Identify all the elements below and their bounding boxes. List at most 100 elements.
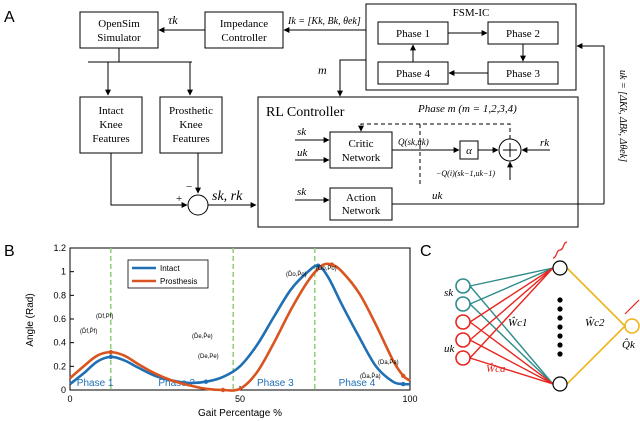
qprev-label: −Q(i)(sk−1,uk−1) <box>436 169 495 178</box>
phase-label: Phase 1 <box>77 378 114 389</box>
nn-connection <box>469 357 554 385</box>
y-tick-label: 0.6 <box>53 314 66 324</box>
hidden-node <box>552 260 568 276</box>
legend-box <box>127 259 209 289</box>
nn-connection <box>469 285 554 385</box>
panel-label-b: B <box>4 243 15 260</box>
x-axis-label: Gait Percentage % <box>198 408 282 419</box>
point-label: (De,Pe) <box>198 354 219 360</box>
output-node <box>624 318 640 334</box>
opensim-box <box>79 11 159 49</box>
series-marker <box>401 381 406 387</box>
series-marker <box>329 262 334 267</box>
point-label: (D̄f,P̄f) <box>80 328 97 335</box>
phase-m-label: Phase m (m = 1,2,3,4) <box>417 103 517 115</box>
opensim-line2: Simulator <box>97 32 141 44</box>
rl-title: RL Controller <box>266 105 345 120</box>
panel-label-c: C <box>420 243 432 260</box>
point-label: (D̄e,P̄e) <box>192 333 213 340</box>
y-tick-label: 0.8 <box>53 290 66 300</box>
action-l1: Action <box>346 192 376 204</box>
q-label: Q(sk,uk) <box>398 137 429 147</box>
prosthetic-l2: Knee <box>179 119 202 131</box>
panel-label-a: A <box>4 9 15 26</box>
skrk-label: sk, rk <box>212 189 243 204</box>
intact-l3: Features <box>92 133 129 145</box>
uk-to-fsm <box>576 43 605 204</box>
series-marker <box>203 379 209 384</box>
m-arrow <box>337 59 366 97</box>
nn-connection <box>469 267 554 359</box>
hidden-ellipsis-dot <box>557 315 563 321</box>
nn-wc2-label: Ŵc2 <box>585 316 605 329</box>
impedance-line1: Impedance <box>220 18 268 30</box>
nn-connection <box>469 267 554 323</box>
intact-to-sum <box>110 153 188 208</box>
legend-label: Prosthesis <box>160 277 197 286</box>
y-tick-label: 1 <box>61 267 66 277</box>
m-label: m <box>318 63 327 77</box>
nn-connection <box>469 303 554 385</box>
input-node <box>455 296 471 312</box>
hidden-ellipsis-dot <box>557 306 563 312</box>
opensim-line1: OpenSim <box>98 18 140 30</box>
nn-connection <box>469 267 554 341</box>
phase-label: Phase 2 <box>158 378 195 389</box>
intact-l1: Intact <box>98 105 123 117</box>
alpha-label: α <box>466 145 472 157</box>
y-tick-label: 0 <box>61 385 66 395</box>
hidden-ellipsis-dot <box>557 297 563 303</box>
input-node <box>455 314 471 330</box>
nn-wc1-label: Ŵc1 <box>508 316 528 329</box>
sk-action-label: sk <box>297 186 307 198</box>
hidden-ellipsis-dot <box>557 333 563 339</box>
critic-l1: Critic <box>348 138 373 150</box>
phase2-label: Phase 2 <box>506 28 540 40</box>
series-marker <box>316 263 321 268</box>
hidden-ellipsis-dot <box>557 342 563 348</box>
nn-connection-out <box>566 325 626 385</box>
point-label: (D̄a,P̄a) <box>360 373 381 380</box>
nn-connection <box>469 321 554 385</box>
chart-frame <box>69 247 411 391</box>
rk-label: rk <box>540 137 550 149</box>
fsm-title: FSM-IC <box>453 7 490 19</box>
point-label: (Do,Po) <box>316 266 337 272</box>
rl-box <box>257 96 579 228</box>
nn-connection <box>469 339 554 385</box>
x-tick-label: 0 <box>67 394 72 404</box>
nn-uk-label: uk <box>444 343 456 355</box>
point-label: (Df,Pf) <box>96 314 113 320</box>
impedance-line2: Controller <box>221 32 267 44</box>
nn-wca-label: Ŵca <box>486 362 506 375</box>
series-marker <box>220 387 226 393</box>
series-marker <box>108 349 114 355</box>
input-node <box>455 278 471 294</box>
tau-label: τk <box>168 13 178 27</box>
nn-connection <box>469 267 554 287</box>
point-label: (D̄o,P̄o) <box>286 271 307 278</box>
nn-connection-out <box>566 267 626 327</box>
x-tick-label: 100 <box>402 394 417 404</box>
series-marker <box>401 373 406 378</box>
minus-sign: − <box>186 181 192 193</box>
hidden-ellipsis-dot <box>557 324 563 330</box>
action-box <box>329 187 393 221</box>
intact-box <box>79 96 143 154</box>
point-label: (Da,Pa) <box>378 360 399 366</box>
linear-activation-icon <box>624 299 640 315</box>
phase1-label: Phase 1 <box>396 28 430 40</box>
x-tick-label: 50 <box>235 394 245 404</box>
series-line-prosthesis <box>69 262 411 392</box>
nn-qk-label: Q̂k <box>622 338 636 351</box>
input-node <box>455 350 471 366</box>
phase-label: Phase 3 <box>257 378 294 389</box>
prosthetic-l1: Prosthetic <box>169 105 213 117</box>
sum-junction <box>187 194 209 216</box>
prosthetic-l3: Features <box>172 133 209 145</box>
legend-label: Intact <box>160 264 180 273</box>
critic-feedback <box>358 123 511 139</box>
hidden-ellipsis-dot <box>557 351 563 357</box>
